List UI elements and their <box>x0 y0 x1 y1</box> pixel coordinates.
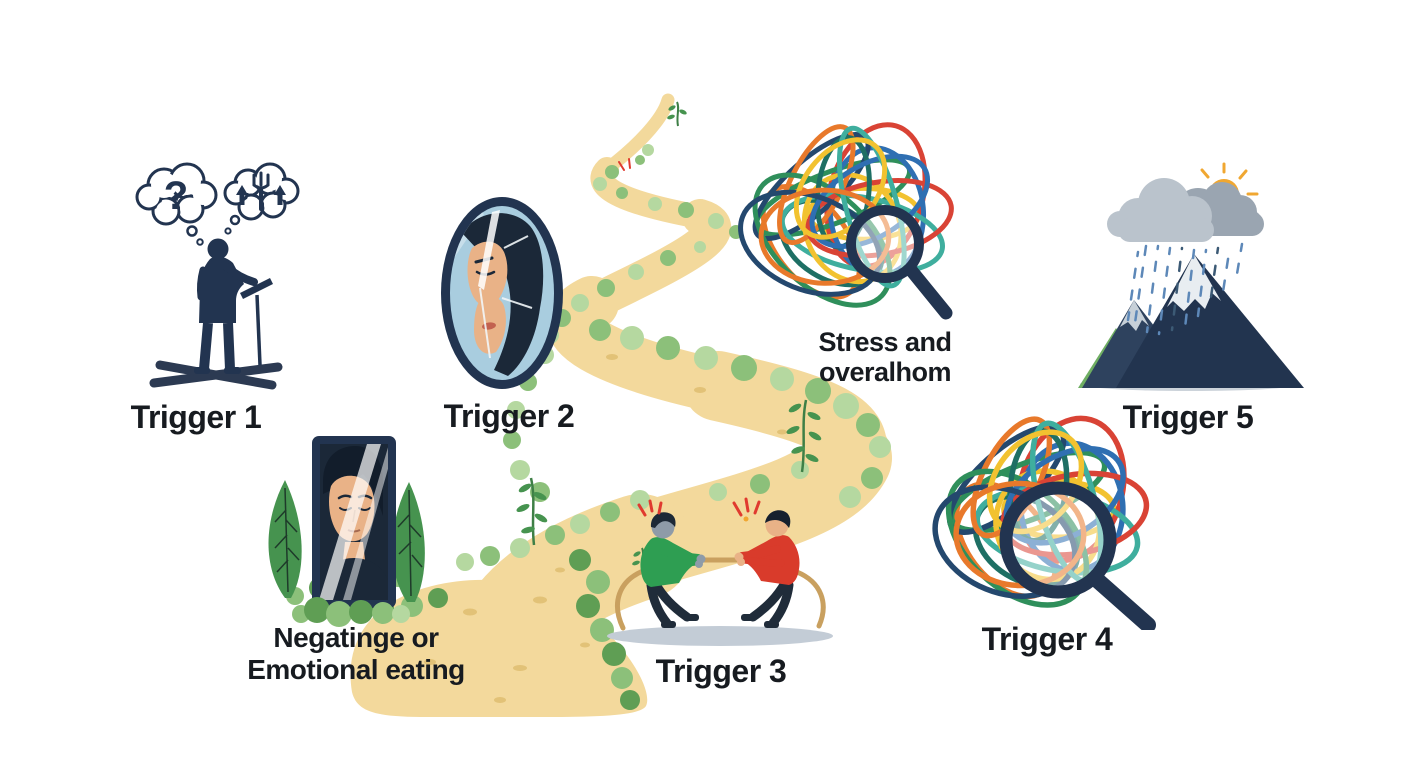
tangle-loop <box>836 125 907 289</box>
path-speckles <box>424 354 787 703</box>
question-thought-bubble-icon: ? <box>135 162 218 246</box>
negative-eating-line1: Negatinge or <box>273 622 439 653</box>
appetite-thought-bubble-icon <box>223 162 300 235</box>
path-bottom-blob <box>350 579 648 717</box>
stress-label: Stress and overalhom <box>818 327 952 387</box>
mountains-icon <box>1078 162 1304 391</box>
negative-eating-label: Negatinge or Emotional eating <box>231 622 481 686</box>
tangle-loop <box>953 480 1087 589</box>
stress-marks-icon <box>637 499 663 517</box>
person-silhouette <box>194 238 258 374</box>
stress-marks-icon <box>732 497 761 517</box>
bush-base <box>292 597 410 627</box>
magnifier-icon <box>846 205 953 320</box>
tug-person-right <box>732 497 800 628</box>
rain-cloud-icon <box>1107 178 1264 242</box>
lectern-icon <box>240 278 273 366</box>
reflected-face <box>320 444 388 600</box>
fork-icon <box>252 171 270 211</box>
trigger3-label: Trigger 3 <box>655 653 787 689</box>
leaf-icon <box>392 482 425 602</box>
magnifier-icon <box>999 481 1156 630</box>
rope <box>615 557 826 631</box>
leaf-icon <box>268 480 302 598</box>
question-mark-glyph: ? <box>164 174 188 218</box>
up-arrow-icon <box>274 185 286 205</box>
cracked-reflection <box>450 208 544 376</box>
tug-of-war-icon <box>607 497 833 646</box>
sapling-icon <box>516 477 548 546</box>
trigger5-label: Trigger 5 <box>1122 399 1254 435</box>
trigger1-label: Trigger 1 <box>130 399 262 435</box>
sparkle-icon <box>618 158 631 171</box>
tangled-thoughts-icon <box>738 122 954 320</box>
mirror-reflection-icon <box>268 436 425 627</box>
crossroads-shadow <box>149 360 283 390</box>
broken-oval-mirror-icon <box>441 197 563 389</box>
person-at-crossroads-icon: ? <box>135 162 300 390</box>
rain-icon <box>1126 242 1244 336</box>
negative-eating-line2: Emotional eating <box>247 653 465 685</box>
trigger2-label: Trigger 2 <box>443 398 575 434</box>
ground-shadow <box>607 626 833 646</box>
sapling-icon <box>786 399 822 473</box>
up-arrow-icon <box>236 185 248 205</box>
trigger4-label: Trigger 4 <box>981 621 1113 657</box>
tug-person-left <box>637 499 706 628</box>
sprout-icon <box>667 101 687 127</box>
tangled-thoughts-icon <box>932 415 1156 630</box>
